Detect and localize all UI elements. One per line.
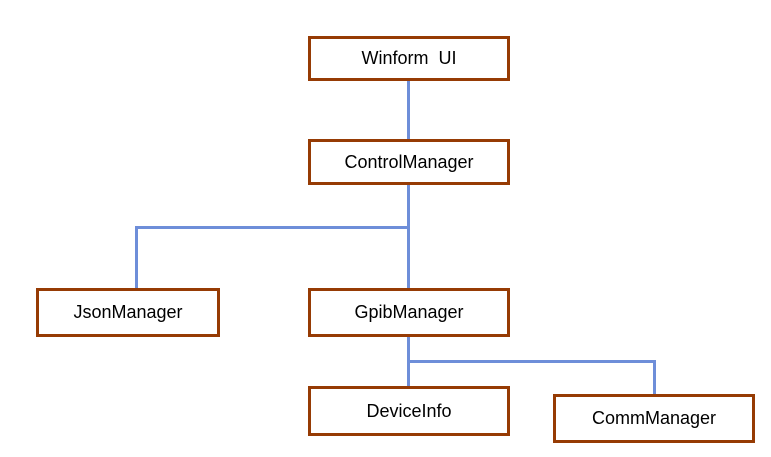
node-winform-ui: Winform UI — [308, 36, 510, 81]
connector-controlmanager-gpibmanager — [407, 185, 410, 289]
connector-winformui-controlmanager — [407, 81, 410, 140]
node-json-manager-label: JsonManager — [73, 302, 183, 322]
node-json-manager: JsonManager — [36, 288, 220, 337]
connector-gpibmanager-commmanager-horizontal — [408, 360, 656, 363]
node-comm-manager: CommManager — [553, 394, 755, 443]
connector-controlmanager-jsonmanager-vertical — [135, 226, 138, 289]
node-device-info: DeviceInfo — [308, 386, 510, 436]
node-winform-ui-label: Winform UI — [361, 48, 457, 68]
node-gpib-manager: GpibManager — [308, 288, 510, 337]
node-control-manager-label: ControlManager — [344, 151, 474, 172]
connector-controlmanager-jsonmanager-horizontal — [135, 226, 410, 229]
node-device-info-label: DeviceInfo — [366, 400, 452, 421]
node-control-manager: ControlManager — [308, 139, 510, 185]
connector-gpibmanager-commmanager-vertical — [653, 360, 656, 395]
node-comm-manager-label: CommManager — [591, 408, 717, 428]
node-gpib-manager-label: GpibManager — [354, 302, 464, 322]
